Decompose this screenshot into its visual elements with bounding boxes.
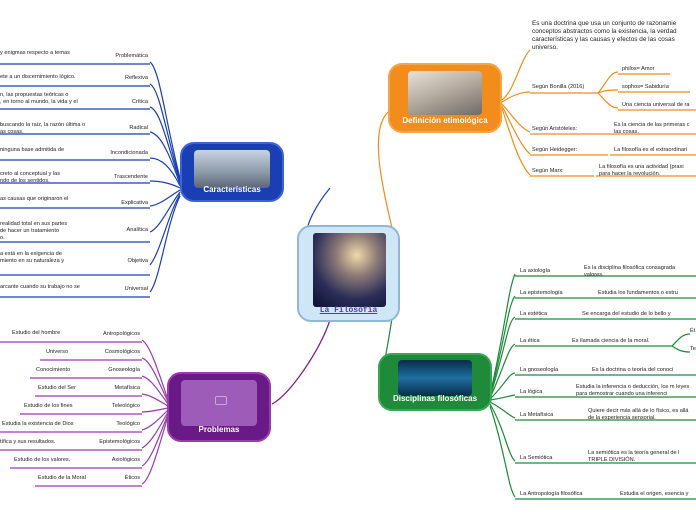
disciplina-label[interactable]: La Semiótica (520, 455, 553, 461)
problema-desc: Conocimiento (36, 367, 71, 373)
definicion-intro: Es una doctrina que usa un conjunto de r… (532, 20, 677, 51)
aristoteles-desc: Es la ciencia de las primeras c las cosa… (614, 122, 690, 135)
problema-label[interactable]: Teleológico (112, 403, 140, 409)
marx-desc: La filosofía es una actividad (praxi par… (599, 164, 684, 177)
problema-desc: Estudio de la Moral (38, 475, 86, 481)
problema-label[interactable]: Antropológicos (102, 331, 140, 337)
disciplina-label[interactable]: La Metafísica (520, 412, 554, 418)
problema-desc: Estudio del hombre (12, 330, 61, 336)
disciplina-desc: Es la disciplina filosófica consagrada v… (584, 265, 676, 278)
caract-label[interactable]: Radical (129, 125, 148, 131)
problema-desc: Estudio de los fines (24, 403, 73, 409)
caract-desc: ninguna base admitida de (0, 147, 65, 153)
disciplina-desc: Estudia el origen, esencia y (620, 491, 689, 497)
caract-desc: realidad total en sus partes de hacer un… (0, 221, 68, 241)
caract-desc: n, las propuestas teóricas o , en torno … (0, 92, 78, 105)
problema-label[interactable]: Metafísica (114, 385, 141, 391)
problema-desc: tífica y sus resultados. (0, 439, 56, 445)
disciplina-label[interactable]: La epistemología (520, 290, 563, 296)
problema-label[interactable]: Epistemológicos (99, 439, 140, 445)
image-placeholder (181, 380, 257, 426)
caract-desc: ete a un discernimiento lógico. (0, 74, 76, 80)
caract-desc: creto al conceptual y las ndo de los sen… (0, 171, 61, 184)
center-title: La Filosofía (319, 306, 378, 315)
problema-label[interactable]: Teológico (116, 421, 140, 427)
philosopher-image (313, 233, 386, 307)
caract-label[interactable]: Incondicionada (110, 150, 148, 156)
caract-desc: as causas que originaron el (0, 196, 69, 202)
caract-label[interactable]: Explicativa (121, 200, 148, 206)
bonilla-sophos: sophos= Sabiduría (622, 84, 669, 90)
caracteristicas-title: Características (203, 185, 261, 194)
philosophers-image (408, 71, 482, 115)
definicion-title: Definición etimológica (402, 116, 488, 125)
problema-label[interactable]: Axiológicos (111, 457, 140, 463)
caract-desc: a está en la exigencia de miento en su n… (0, 251, 65, 264)
disciplina-desc: Estudia los fundamentos o estru (598, 290, 678, 296)
caract-label[interactable]: Universal (124, 286, 148, 292)
problema-desc: Estudia la existencia de Dios (2, 421, 74, 427)
caract-label[interactable]: Analítica (126, 227, 148, 233)
caract-label[interactable]: Trascendente (114, 174, 148, 180)
etica-sub: Te (690, 346, 696, 352)
caract-desc: arcante cuando su trabajo no se (0, 284, 80, 290)
problema-desc: Estudio del Ser (38, 385, 76, 391)
disciplinas-title: Disciplinas filosóficas (392, 394, 478, 403)
heidegger-desc: La filosofía es el extraordinari (614, 147, 688, 153)
topic-disciplinas[interactable]: Disciplinas filosóficas (378, 353, 492, 411)
disciplina-desc: Quiere decir más allá de lo físico, es a… (588, 408, 689, 421)
topic-definicion[interactable]: Definición etimológica (388, 63, 502, 133)
statue-image (194, 150, 270, 188)
caract-label[interactable]: Objetiva (127, 258, 148, 264)
center-node[interactable]: La Filosofía (297, 225, 400, 322)
disciplina-label[interactable]: La estética (520, 311, 548, 317)
caract-label[interactable]: Crítica (131, 99, 148, 105)
problema-label[interactable]: Cosmológicos (104, 349, 140, 355)
marx-label[interactable]: Según Marx: (532, 168, 564, 174)
disciplina-label[interactable]: La axiología (520, 268, 551, 274)
caract-desc: y enigmas respecto a temas (0, 50, 70, 56)
topic-problemas[interactable]: Problemas (167, 372, 271, 442)
tech-brain-image (398, 360, 472, 396)
disciplina-desc: Estudia la inferencia o deducción, los m… (576, 384, 690, 397)
disciplina-desc: Es llamada ciencia de la moral. (572, 338, 650, 344)
disciplina-desc: Se encarga del estudio de lo bello y (582, 311, 671, 317)
caract-label[interactable]: Reflexiva (124, 75, 148, 81)
disciplina-label[interactable]: La Antropología filosófica (520, 491, 583, 497)
problemas-title: Problemas (198, 425, 240, 434)
problema-desc: Estudio de los valores. (14, 457, 71, 463)
disciplina-label[interactable]: La ética (520, 338, 540, 344)
aristoteles-label[interactable]: Según Aristóteles: (532, 126, 578, 132)
problema-label[interactable]: Éticos (124, 475, 140, 481)
camera-icon (215, 396, 227, 405)
disciplina-label[interactable]: La lógica (520, 389, 543, 395)
heidegger-label[interactable]: Según Heidegger: (532, 147, 578, 153)
disciplina-label[interactable]: La gnoseología (520, 367, 559, 373)
topic-caracteristicas[interactable]: Características (180, 142, 284, 202)
caract-desc: buscando la raíz, la razón última o as c… (0, 122, 86, 135)
bonilla-philos: philos= Amor (622, 66, 655, 72)
problema-desc: Universo (46, 349, 69, 355)
disciplina-desc: La semiótica es la teoría general de l T… (588, 450, 680, 463)
etica-sub: Ét (690, 328, 696, 334)
problema-label[interactable]: Gnoseología (108, 367, 140, 373)
disciplina-desc: Es la doctrina o teoría del conoci (592, 367, 674, 373)
bonilla-label[interactable]: Según Bonilla (2016) (532, 84, 585, 90)
caract-label[interactable]: Problemática (115, 53, 148, 59)
bonilla-ciencia: Una ciencia universal de ra (622, 102, 690, 108)
